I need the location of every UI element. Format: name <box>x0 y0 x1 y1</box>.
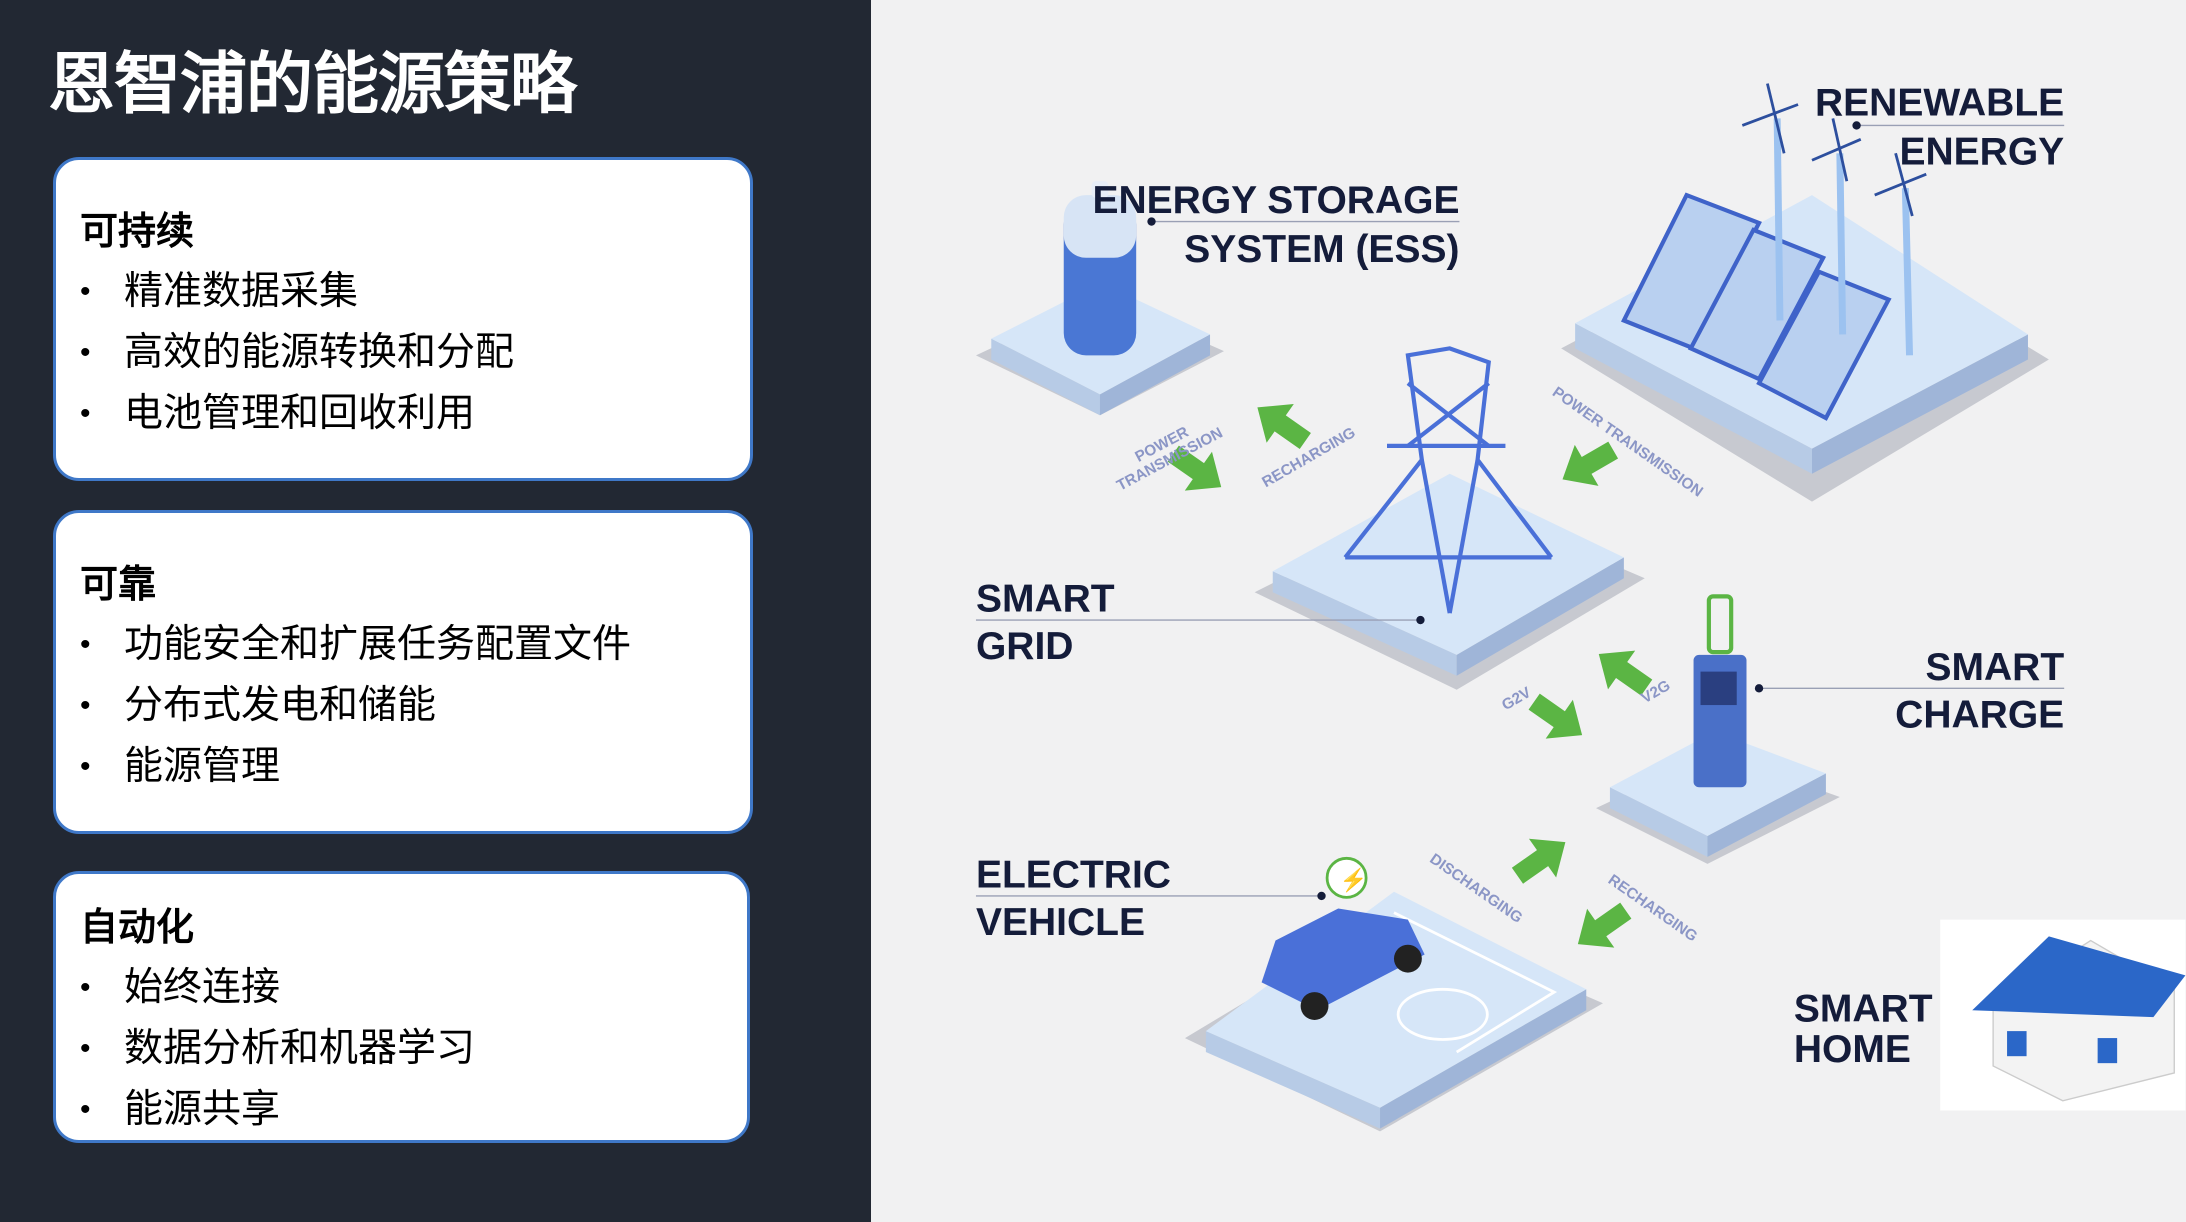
card-heading: 可持续 <box>80 211 195 253</box>
solar-panel-icon <box>1620 192 1892 421</box>
card-sustainable: 可持续 •精准数据采集 •高效的能源转换和分配 •电池管理和回收利用 <box>53 157 753 481</box>
list-item: •功能安全和扩展任务配置文件 <box>80 623 632 666</box>
card-heading: 自动化 <box>80 907 195 949</box>
svg-text:⚡: ⚡ <box>1340 867 1368 894</box>
left-panel: 恩智浦的能源策略 可持续 •精准数据采集 •高效的能源转换和分配 •电池管理和回… <box>0 0 871 1222</box>
svg-text:CHARGE: CHARGE <box>1895 693 2064 736</box>
list-item: •数据分析和机器学习 <box>80 1027 476 1070</box>
svg-text:GRID: GRID <box>976 625 1074 668</box>
svg-text:SMART: SMART <box>1926 646 2065 689</box>
platform-ev <box>1184 891 1603 1132</box>
arrow-icon <box>1564 891 1640 964</box>
list-item: •分布式发电和储能 <box>80 684 437 727</box>
list-item: •电池管理和回收利用 <box>80 392 476 435</box>
card-reliable: 可靠 •功能安全和扩展任务配置文件 •分布式发电和储能 •能源管理 <box>53 510 753 834</box>
arrow-icon <box>1503 822 1579 896</box>
svg-text:SMART: SMART <box>1794 987 1933 1030</box>
label-smart-charge: SMART CHARGE <box>1754 646 2065 736</box>
label-renewable: RENEWABLE ENERGY <box>1815 82 2064 174</box>
arrow-icon <box>1520 682 1596 755</box>
svg-text:SYSTEM (ESS): SYSTEM (ESS) <box>1184 228 1459 271</box>
smart-home-icon <box>1940 919 2186 1111</box>
electric-car-icon: ⚡ <box>1261 856 1425 1020</box>
label-electric-vehicle: ELECTRIC VEHICLE <box>976 854 1326 944</box>
label-smart-home: SMART HOME <box>1794 987 1933 1070</box>
list-item: •精准数据采集 <box>80 270 359 313</box>
svg-text:SMART: SMART <box>976 578 1115 621</box>
svg-text:ELECTRIC: ELECTRIC <box>976 854 1171 897</box>
list-item: •高效的能源转换和分配 <box>80 331 515 374</box>
wind-turbine-icon <box>1741 83 1927 356</box>
svg-text:RENEWABLE: RENEWABLE <box>1815 82 2064 125</box>
label-smart-grid: SMART GRID <box>976 578 1425 668</box>
list-item: •能源管理 <box>80 745 281 788</box>
ev-charger-icon <box>1693 594 1747 788</box>
charging-spot-icon <box>1396 987 1489 1041</box>
list-item: •始终连接 <box>80 966 281 1009</box>
page-title: 恩智浦的能源策略 <box>48 47 577 122</box>
card-heading: 可靠 <box>80 564 157 606</box>
svg-text:VEHICLE: VEHICLE <box>976 901 1145 944</box>
svg-text:ENERGY: ENERGY <box>1899 130 2064 173</box>
label-ess: ENERGY STORAGE SYSTEM (ESS) <box>1092 179 1459 271</box>
platform-grid <box>1254 473 1645 690</box>
card-automation: 自动化 •始终连接 •数据分析和机器学习 •能源共享 <box>53 871 750 1143</box>
svg-text:HOME: HOME <box>1794 1028 1911 1071</box>
list-item: •能源共享 <box>80 1088 281 1131</box>
battery-icon <box>1063 181 1137 356</box>
flow-label: DISCHARGING <box>1427 850 1526 926</box>
svg-text:ENERGY STORAGE: ENERGY STORAGE <box>1092 179 1459 222</box>
transmission-tower-icon <box>1343 346 1554 614</box>
